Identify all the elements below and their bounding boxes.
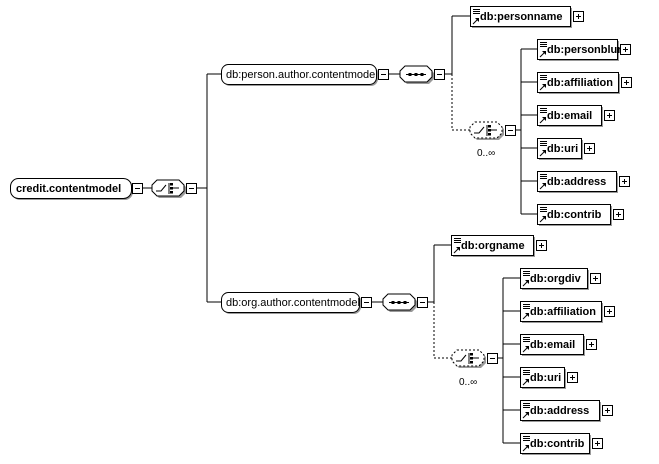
group-1-sequence-collapse-toggle[interactable] bbox=[417, 297, 428, 308]
group-1-collapse-toggle[interactable] bbox=[361, 297, 372, 308]
expand-toggle[interactable] bbox=[586, 339, 597, 350]
sequence-icon bbox=[389, 301, 409, 304]
choice-icon bbox=[456, 353, 479, 364]
group-1-model-group[interactable]: db:org.author.contentmodel bbox=[221, 292, 362, 315]
group-1-choice-collapse-toggle[interactable] bbox=[487, 353, 498, 364]
reference-arrow-icon bbox=[539, 183, 546, 190]
group-1-occurrence-label: 0..∞ bbox=[459, 377, 477, 388]
element-label: db:uri bbox=[547, 143, 578, 155]
root-collapse-toggle[interactable] bbox=[132, 183, 143, 194]
group-0-choice-element[interactable]: db:uri bbox=[537, 138, 584, 161]
reference-arrow-icon bbox=[472, 18, 479, 25]
expand-toggle[interactable] bbox=[584, 143, 595, 154]
group-0-sequence-collapse-toggle[interactable] bbox=[434, 69, 445, 80]
documentation-icon bbox=[540, 42, 547, 47]
reference-arrow-icon bbox=[539, 117, 546, 124]
expand-toggle[interactable] bbox=[592, 438, 603, 449]
group-0-choice-compositor[interactable] bbox=[469, 121, 504, 140]
reference-arrow-icon bbox=[522, 445, 529, 452]
group-0-first-element[interactable]: db:personname bbox=[470, 6, 573, 29]
expand-toggle[interactable] bbox=[621, 77, 632, 88]
documentation-icon bbox=[540, 207, 547, 212]
reference-arrow-icon bbox=[539, 216, 546, 223]
expand-toggle[interactable] bbox=[619, 176, 630, 187]
documentation-icon bbox=[523, 436, 530, 441]
group-0-collapse-toggle[interactable] bbox=[378, 69, 389, 80]
root-label: credit.contentmodel bbox=[16, 183, 121, 195]
sequence-compositor[interactable] bbox=[399, 65, 434, 84]
element-label: db:contrib bbox=[547, 209, 602, 221]
group-1-choice-element[interactable]: db:address bbox=[520, 400, 602, 423]
element-label: db:address bbox=[530, 405, 589, 417]
documentation-icon bbox=[523, 337, 530, 342]
element-label: db:email bbox=[530, 339, 575, 351]
top-choice-compositor[interactable] bbox=[151, 179, 186, 198]
group-0-choice-element[interactable]: db:affiliation bbox=[537, 72, 621, 95]
group-label: db:org.author.contentmodel bbox=[226, 297, 360, 309]
documentation-icon bbox=[540, 108, 547, 113]
group-1-choice-element[interactable]: db:uri bbox=[520, 367, 567, 390]
reference-arrow-icon bbox=[522, 412, 529, 419]
group-0-choice-element[interactable]: db:address bbox=[537, 171, 619, 194]
group-0-choice-element[interactable]: db:contrib bbox=[537, 204, 613, 227]
reference-arrow-icon bbox=[522, 346, 529, 353]
expand-toggle[interactable] bbox=[620, 44, 631, 55]
documentation-icon bbox=[454, 238, 461, 243]
group-1-choice-element[interactable]: db:email bbox=[520, 334, 586, 357]
element-label: db:email bbox=[547, 110, 592, 122]
expand-toggle[interactable] bbox=[536, 240, 547, 251]
reference-arrow-icon bbox=[539, 150, 546, 157]
group-1-choice-compositor[interactable] bbox=[451, 349, 486, 368]
group-1-first-element[interactable]: db:orgname bbox=[451, 235, 536, 258]
documentation-icon bbox=[540, 141, 547, 146]
expand-toggle[interactable] bbox=[613, 209, 624, 220]
group-0-choice-element[interactable]: db:personblurb bbox=[537, 39, 629, 62]
documentation-icon bbox=[540, 75, 547, 80]
top-choice-collapse-toggle[interactable] bbox=[186, 183, 197, 194]
element-label: db:address bbox=[547, 176, 606, 188]
reference-arrow-icon bbox=[522, 313, 529, 320]
element-label: db:affiliation bbox=[547, 77, 613, 89]
documentation-icon bbox=[540, 174, 547, 179]
documentation-icon bbox=[473, 9, 480, 14]
connector-lines bbox=[143, 15, 537, 444]
element-label: db:personname bbox=[480, 11, 563, 23]
element-label: db:contrib bbox=[530, 438, 585, 450]
expand-toggle[interactable] bbox=[602, 405, 613, 416]
expand-toggle[interactable] bbox=[567, 372, 578, 383]
expand-toggle[interactable] bbox=[573, 11, 584, 22]
documentation-icon bbox=[523, 370, 530, 375]
group-0-occurrence-label: 0..∞ bbox=[477, 148, 495, 159]
expand-toggle[interactable] bbox=[590, 273, 601, 284]
reference-arrow-icon bbox=[539, 84, 546, 91]
expand-toggle[interactable] bbox=[604, 110, 615, 121]
choice-icon bbox=[474, 125, 497, 136]
element-label: db:personblurb bbox=[547, 44, 629, 56]
element-label: db:uri bbox=[530, 372, 561, 384]
group-0-choice-element[interactable]: db:email bbox=[537, 105, 604, 128]
root-element-credit-contentmodel[interactable]: credit.contentmodel bbox=[10, 178, 134, 201]
documentation-icon bbox=[523, 271, 530, 276]
sequence-icon bbox=[406, 73, 426, 76]
group-0-model-group[interactable]: db:person.author.contentmodel bbox=[221, 64, 379, 87]
element-label: db:orgdiv bbox=[530, 273, 582, 285]
reference-arrow-icon bbox=[522, 280, 529, 287]
group-1-choice-element[interactable]: db:affiliation bbox=[520, 301, 604, 324]
diagram-shapes: credit.contentmodel db:person.author.cont… bbox=[10, 6, 632, 456]
choice-icon bbox=[156, 183, 179, 194]
reference-arrow-icon bbox=[522, 379, 529, 386]
group-1-choice-element[interactable]: db:orgdiv bbox=[520, 268, 590, 291]
reference-arrow-icon bbox=[453, 247, 460, 254]
element-label: db:orgname bbox=[461, 240, 525, 252]
documentation-icon bbox=[523, 304, 530, 309]
expand-toggle[interactable] bbox=[604, 306, 615, 317]
element-label: db:affiliation bbox=[530, 306, 596, 318]
group-1-choice-element[interactable]: db:contrib bbox=[520, 433, 592, 456]
reference-arrow-icon bbox=[539, 51, 546, 58]
group-0-choice-collapse-toggle[interactable] bbox=[505, 125, 516, 136]
group-label: db:person.author.contentmodel bbox=[226, 69, 378, 81]
documentation-icon bbox=[523, 403, 530, 408]
